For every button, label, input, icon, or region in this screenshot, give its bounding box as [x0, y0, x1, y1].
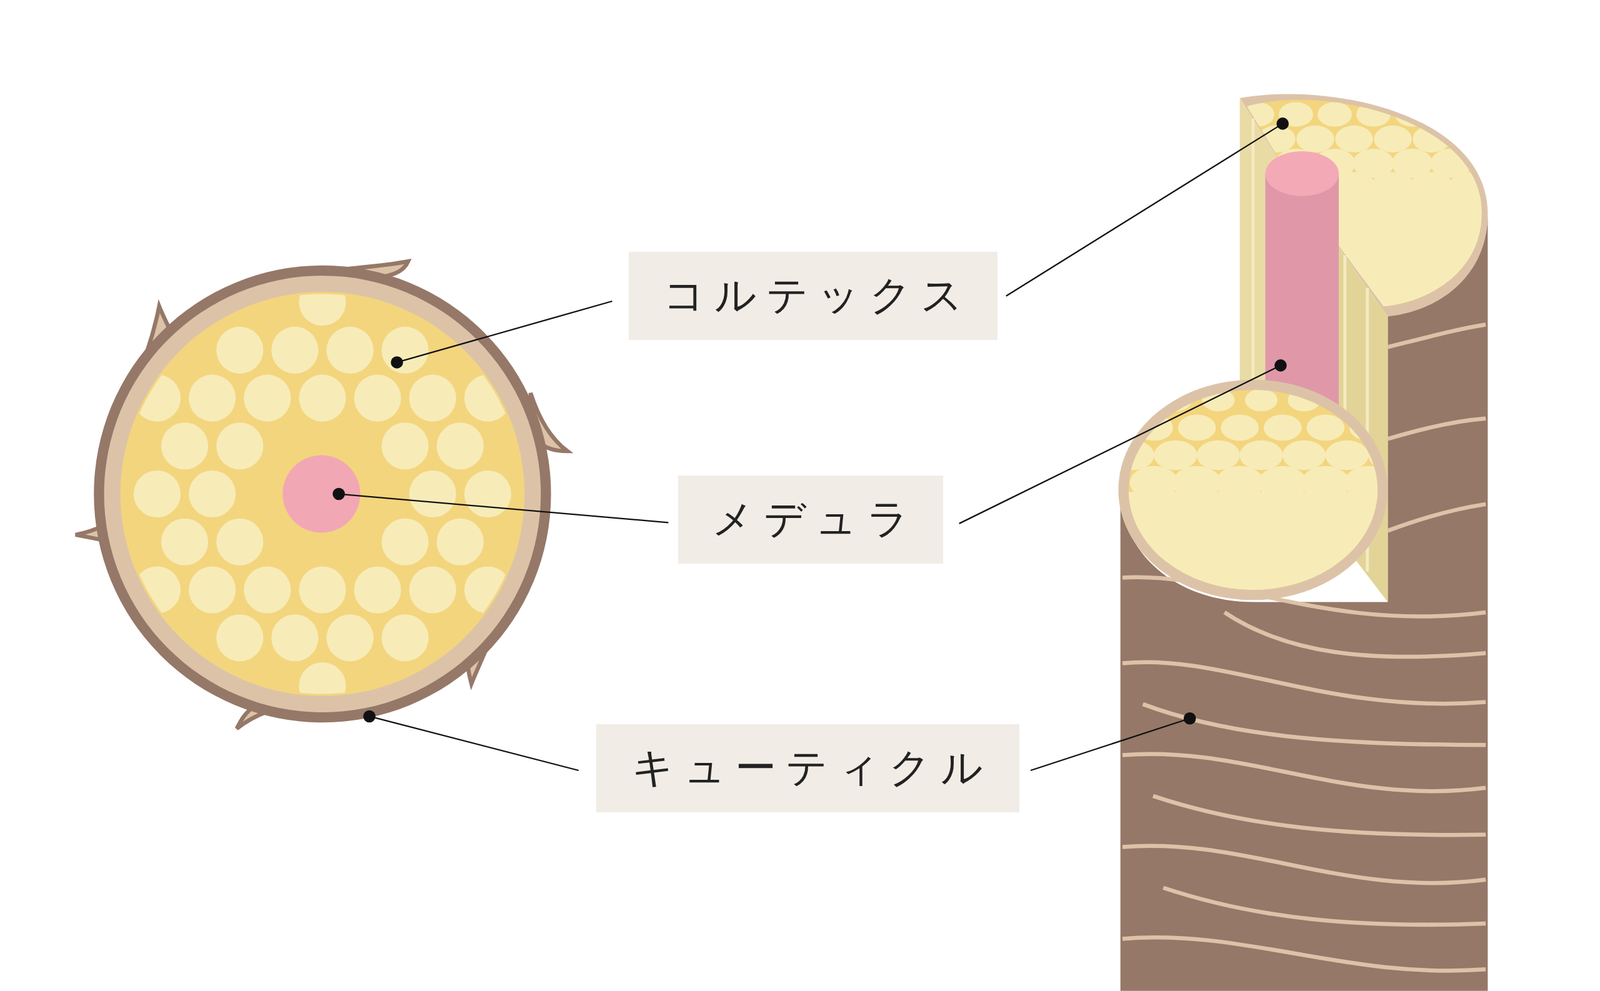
cortex-fiber: [1333, 568, 1404, 617]
cortex-fiber: [188, 470, 236, 518]
cortex-fiber: [409, 375, 457, 422]
cortex-fiber: [188, 375, 236, 422]
cortex-fiber: [381, 422, 429, 470]
cortex-fiber: [1420, 288, 1482, 333]
leader-lines: [332, 117, 1289, 771]
cortex-fiber: [1472, 102, 1507, 127]
cortex-fiber: [1458, 288, 1521, 333]
cortex-fiber: [1153, 440, 1197, 471]
cortex-fiber: [1220, 415, 1259, 442]
cortex-fiber: [243, 375, 291, 422]
cortex-fiber: [1451, 125, 1489, 153]
cortex-fiber: [133, 566, 181, 614]
hair-cross-section: [75, 261, 568, 729]
cortex-fiber: [1376, 568, 1447, 617]
cortex-fiber: [1296, 125, 1334, 153]
cortex-fiber: [271, 614, 319, 662]
cortex-fiber: [298, 662, 346, 710]
cortex-fiber: [298, 566, 346, 614]
cortex-fiber: [1159, 388, 1192, 412]
cortex-fiber: [216, 422, 264, 470]
cortex-fiber: [409, 470, 457, 518]
cortex-fiber: [1201, 388, 1235, 412]
cortex-fiber: [1433, 102, 1469, 127]
cortex-fiber: [1381, 517, 1442, 559]
cortex-fiber: [1263, 415, 1302, 442]
cortex-fiber: [381, 614, 429, 662]
cortex-fiber: [1325, 440, 1369, 471]
cortex-fiber: [326, 326, 374, 374]
cortex-fiber: [1462, 241, 1518, 282]
cortex-fiber: [133, 470, 181, 518]
cortex-fiber: [1314, 543, 1379, 588]
cortex-fiber: [354, 375, 402, 422]
cortex-fiber: [1373, 125, 1412, 153]
cortex-fiber: [1119, 568, 1190, 617]
cortex-fiber: [1178, 415, 1217, 442]
cortex-fiber: [1368, 440, 1412, 471]
cortex-fiber: [464, 375, 512, 422]
cortex-fiber: [1490, 125, 1529, 153]
cortex-fiber: [326, 614, 374, 662]
cortex-fiber: [1373, 388, 1407, 412]
cortex-fiber: [271, 326, 319, 374]
cortex-fiber: [1363, 491, 1417, 529]
cortex-fiber: [298, 278, 346, 326]
cortex-fiber: [1317, 102, 1352, 127]
cortex-fiber: [161, 518, 209, 566]
cortex-fiber: [1357, 543, 1422, 588]
cortex-fiber: [1349, 415, 1388, 442]
cortex-fiber: [409, 566, 457, 614]
part-name: メデュラ: [703, 498, 919, 540]
cortex-fiber: [1306, 415, 1345, 442]
cortex-fiber: [1486, 171, 1532, 204]
cortex-fiber: [464, 566, 512, 614]
cortex-fiber: [216, 518, 264, 566]
cortex-fiber: [1381, 288, 1444, 333]
cortex-fiber: [1483, 218, 1535, 256]
cortex-fiber: [436, 422, 484, 470]
cortex-fiber: [1196, 440, 1240, 471]
cortex-fiber: [188, 566, 236, 614]
cortex-fiber: [1412, 125, 1450, 153]
cortex-fiber: [1335, 125, 1373, 153]
cortex-fiber: [216, 326, 264, 374]
cortex-fiber: [1330, 388, 1364, 412]
cortex-fiber: [1287, 388, 1320, 412]
part-name: コルテックス: [653, 275, 973, 317]
label-box: コルテックス: [628, 251, 998, 340]
cortex-fiber: [1395, 102, 1430, 127]
cortex-fiber: [1480, 265, 1539, 307]
cortex-fiber: [1111, 440, 1155, 471]
cortex-fiber: [354, 566, 402, 614]
cortex-fiber: [1469, 148, 1511, 179]
cortex-fiber: [161, 422, 209, 470]
cortex-fiber: [464, 470, 512, 518]
cortex-fiber: [436, 518, 484, 566]
cortex-fiber: [1356, 102, 1391, 127]
cortex-fiber: [1239, 440, 1283, 471]
cortex-fiber: [1441, 265, 1500, 307]
cortex-fiber: [298, 375, 346, 422]
label-box: キューティクル: [596, 724, 1020, 813]
cortex-fiber: [1290, 568, 1361, 617]
hair-strand: [1100, 93, 1539, 991]
cortex-fiber: [381, 326, 429, 374]
label-box: メデュラ: [678, 475, 944, 564]
cortex-fiber: [381, 518, 429, 566]
cortex-fiber: [1116, 388, 1149, 412]
part-name: キューティクル: [623, 747, 992, 789]
cortex-fiber: [1245, 388, 1278, 412]
cortex-fiber: [1282, 440, 1326, 471]
cortex-fiber: [133, 375, 181, 422]
cortex-fiber: [243, 566, 291, 614]
cortex-fiber: [216, 614, 264, 662]
cortex-fiber: [1386, 466, 1436, 500]
cortex-fiber: [1392, 415, 1431, 442]
